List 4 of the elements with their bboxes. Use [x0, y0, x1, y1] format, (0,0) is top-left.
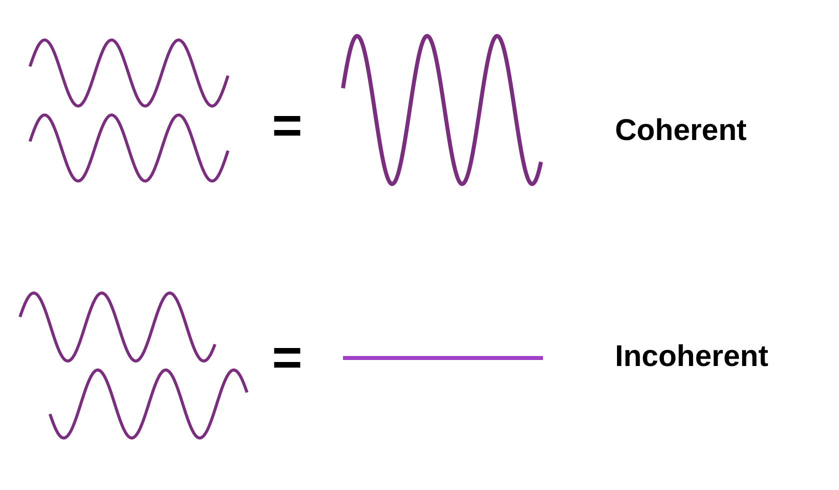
wave-label: Coherent — [615, 114, 747, 148]
wave-label: Incoherent — [615, 340, 768, 374]
equals-sign: = — [272, 332, 302, 384]
equals-sign: = — [272, 100, 302, 152]
